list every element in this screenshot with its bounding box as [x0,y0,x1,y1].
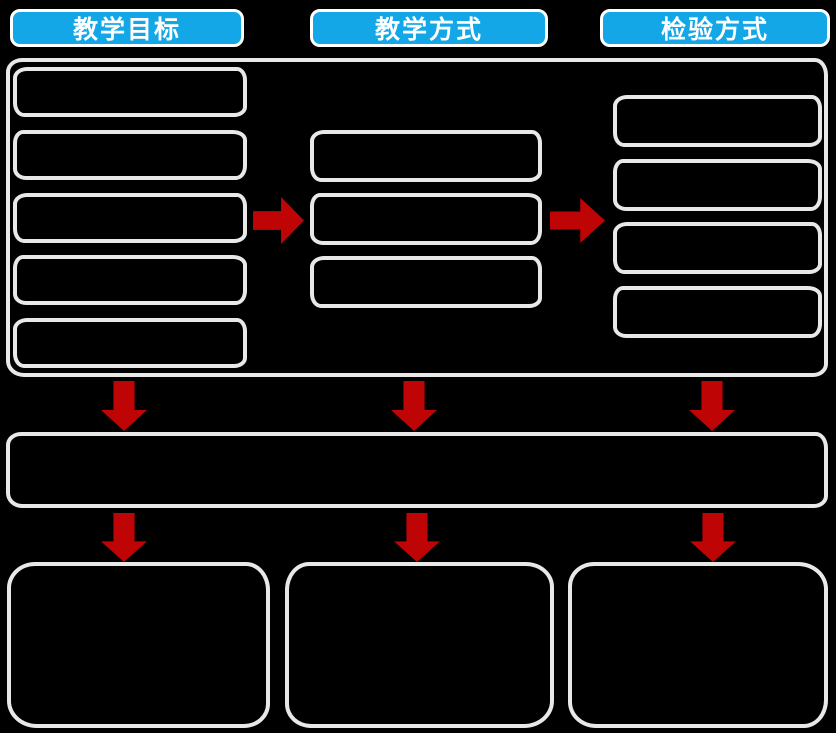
method-box [310,256,542,308]
objectives-column [13,67,247,368]
arrow-down-icon [101,381,147,431]
assessment-column [613,95,822,338]
arrow-down-icon [391,381,437,431]
objective-box [13,67,247,117]
assessment-box [613,95,822,147]
header-assessment-methods: 检验方式 [600,9,830,47]
result-box [568,562,828,728]
method-box [310,130,542,182]
objective-box [13,129,247,180]
methods-column [310,130,542,308]
method-box [310,193,542,245]
assessment-box [613,285,822,338]
summary-bar [6,432,828,508]
main-panel [6,58,828,377]
result-box [7,562,270,728]
header-teaching-objectives: 教学目标 [10,9,244,47]
arrow-down-icon [690,513,736,562]
assessment-box [613,222,822,275]
objective-box [13,255,247,306]
header-teaching-methods: 教学方式 [310,9,548,47]
result-box [284,562,554,728]
results-row [7,562,828,728]
assessment-box [613,158,822,211]
arrow-down-icon [101,513,147,562]
arrow-down-icon [689,381,735,431]
objective-box [13,318,247,368]
objective-box [13,192,247,243]
arrow-down-icon [394,513,440,562]
